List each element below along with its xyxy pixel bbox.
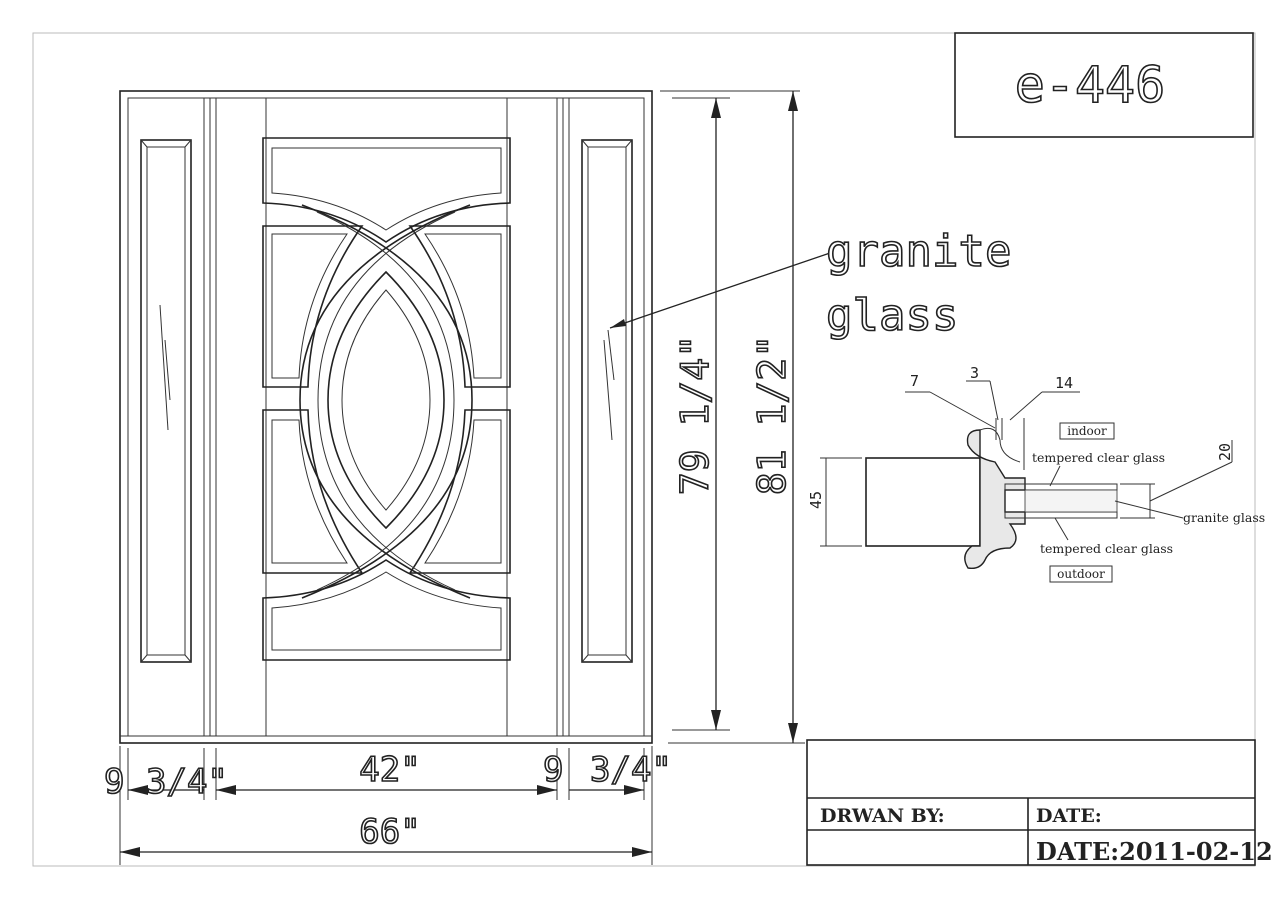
model-number: e-446 xyxy=(1015,56,1166,114)
height-dimensions: 79 1/4" 81 1/2" xyxy=(660,90,805,744)
frame-section-detail: 45 7 3 14 indoor outdoor tempered clear … xyxy=(807,364,1265,583)
outdoor-label: outdoor xyxy=(1057,567,1105,581)
sheet-border xyxy=(32,32,1256,867)
drawn-by-label: DRWAN BY: xyxy=(820,805,945,827)
width-dimensions: 9 3/4" 42" 9 3/4" 66" xyxy=(103,746,673,865)
model-title-box: e-446 xyxy=(954,32,1254,138)
indoor-label: indoor xyxy=(1067,424,1107,438)
dim-20: 20 xyxy=(1216,443,1234,461)
date-value: DATE:2011-02-12 xyxy=(1036,837,1273,866)
height-outer-label: 81 1/2" xyxy=(750,335,794,495)
glass-label-line1: granite xyxy=(826,226,1011,277)
door-elevation xyxy=(119,90,653,744)
door-slab xyxy=(262,98,511,736)
sidelite-left xyxy=(140,98,217,736)
sidelite-right xyxy=(556,98,633,736)
sidelite-left-num: 9 xyxy=(104,762,124,802)
dim-45: 45 xyxy=(807,491,825,509)
tempered-bottom-label: tempered clear glass xyxy=(1040,541,1173,556)
dim-3: 3 xyxy=(970,364,979,382)
granite-glass-callout: granite glass xyxy=(609,225,1012,342)
glass-label-line2: glass xyxy=(826,290,958,341)
dim-14: 14 xyxy=(1055,374,1073,392)
date-label: DATE: xyxy=(1036,805,1102,827)
sidelite-right-num: 9 xyxy=(543,750,563,790)
sidelite-left-frac: 3/4" xyxy=(146,762,228,802)
granite-section-label: granite glass xyxy=(1183,510,1265,525)
dim-7: 7 xyxy=(910,372,919,390)
title-block: DRWAN BY: DATE: DATE:2011-02-12 xyxy=(806,739,1273,866)
total-width-label: 66" xyxy=(359,812,420,852)
height-inner-label: 79 1/4" xyxy=(673,335,717,495)
tempered-top-label: tempered clear glass xyxy=(1032,450,1165,465)
door-width-label: 42" xyxy=(359,750,420,790)
sidelite-right-frac: 3/4" xyxy=(590,750,672,790)
